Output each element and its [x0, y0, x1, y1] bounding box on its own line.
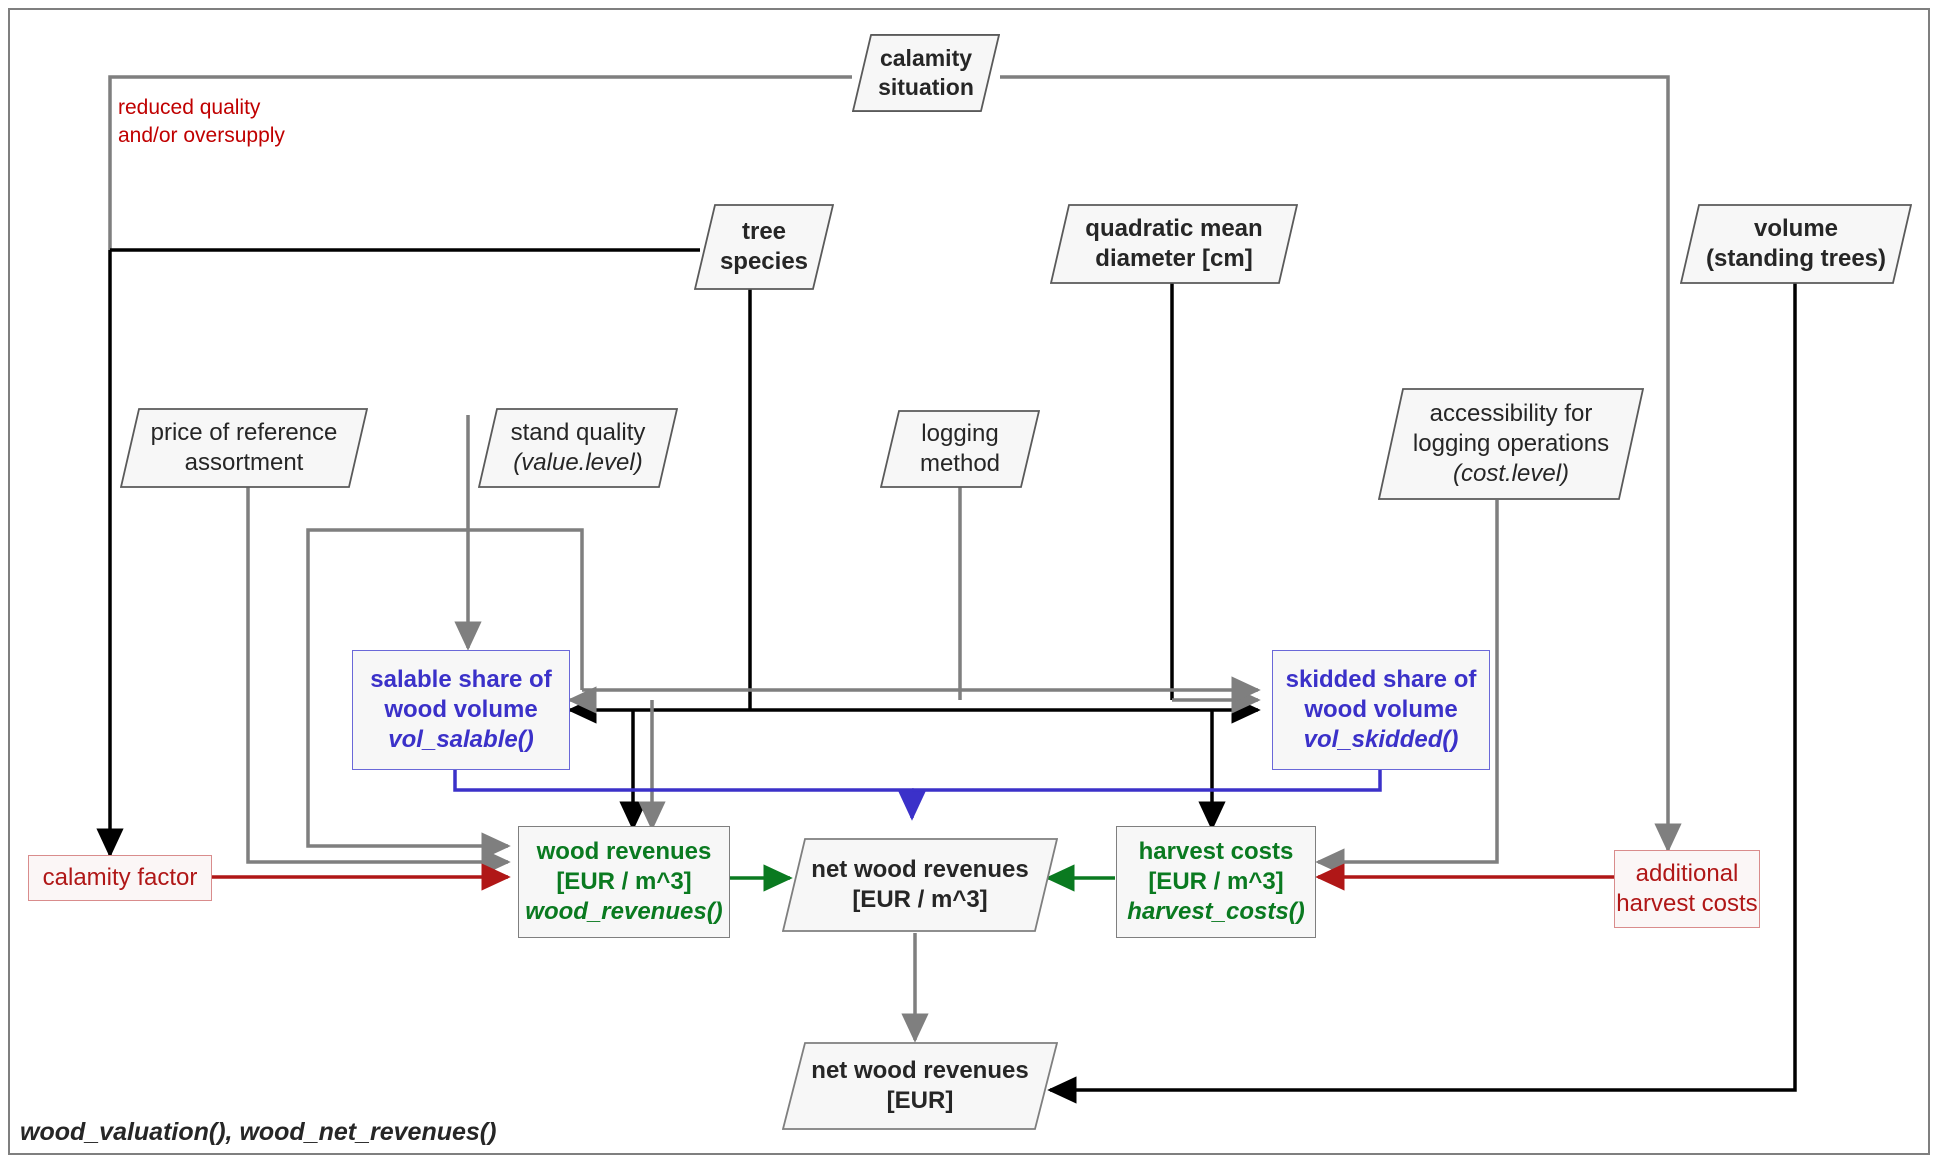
- node-stand-quality[interactable]: stand quality (value.level): [478, 408, 678, 488]
- footer-function-label: wood_valuation(), wood_net_revenues(): [20, 1118, 497, 1146]
- node-calamity-factor[interactable]: calamity factor: [28, 855, 212, 901]
- edge-volume-to-net-wood-revenues-eur: [1047, 232, 1797, 1104]
- node-additional-harvest-costs[interactable]: additional harvest costs: [1614, 850, 1760, 928]
- edge-accessibility-to-harvest-costs: [1315, 500, 1499, 876]
- node-vol-salable[interactable]: salable share of wood volume vol_salable…: [352, 650, 570, 770]
- diagram-frame: [8, 8, 1930, 1155]
- node-quadratic-mean-diameter[interactable]: quadratic mean diameter [cm]: [1050, 204, 1298, 284]
- node-harvest-costs[interactable]: harvest costs [EUR / m^3] harvest_costs(…: [1116, 826, 1316, 938]
- node-net-wood-revenues-eur[interactable]: net wood revenues [EUR]: [782, 1042, 1058, 1130]
- edge-stand-quality-right-bus: [468, 528, 584, 690]
- node-net-wood-revenues-per-m3[interactable]: net wood revenues [EUR / m^3]: [782, 838, 1058, 932]
- edge-vol-skidded-to-net-wood-revenues: [912, 770, 1382, 792]
- annotation-reduced-quality: reduced quality and/or oversupply: [118, 96, 285, 147]
- edge-to-additional-harvest-costs: [1000, 75, 1682, 853]
- node-logging-method[interactable]: logging method: [880, 410, 1040, 488]
- edge-calamity-situation-left: [108, 75, 852, 250]
- edge-vol-salable-to-net-wood-revenues: [453, 770, 926, 821]
- node-accessibility-for-logging-operations[interactable]: accessibility for logging operations (co…: [1378, 388, 1644, 500]
- node-volume-standing-trees[interactable]: volume (standing trees): [1680, 204, 1912, 284]
- node-vol-skidded[interactable]: skidded share of wood volume vol_skidded…: [1272, 650, 1490, 770]
- node-calamity-situation[interactable]: calamity situation: [852, 34, 1000, 112]
- node-price-of-reference-assortment[interactable]: price of reference assortment: [120, 408, 368, 488]
- edge-price-to-wood-revenues: [246, 415, 511, 876]
- node-wood-revenues[interactable]: wood revenues [EUR / m^3] wood_revenues(…: [518, 826, 730, 938]
- node-tree-species[interactable]: tree species: [694, 204, 834, 290]
- edge-stand-quality-bus-to-wood-revenues: [306, 528, 511, 860]
